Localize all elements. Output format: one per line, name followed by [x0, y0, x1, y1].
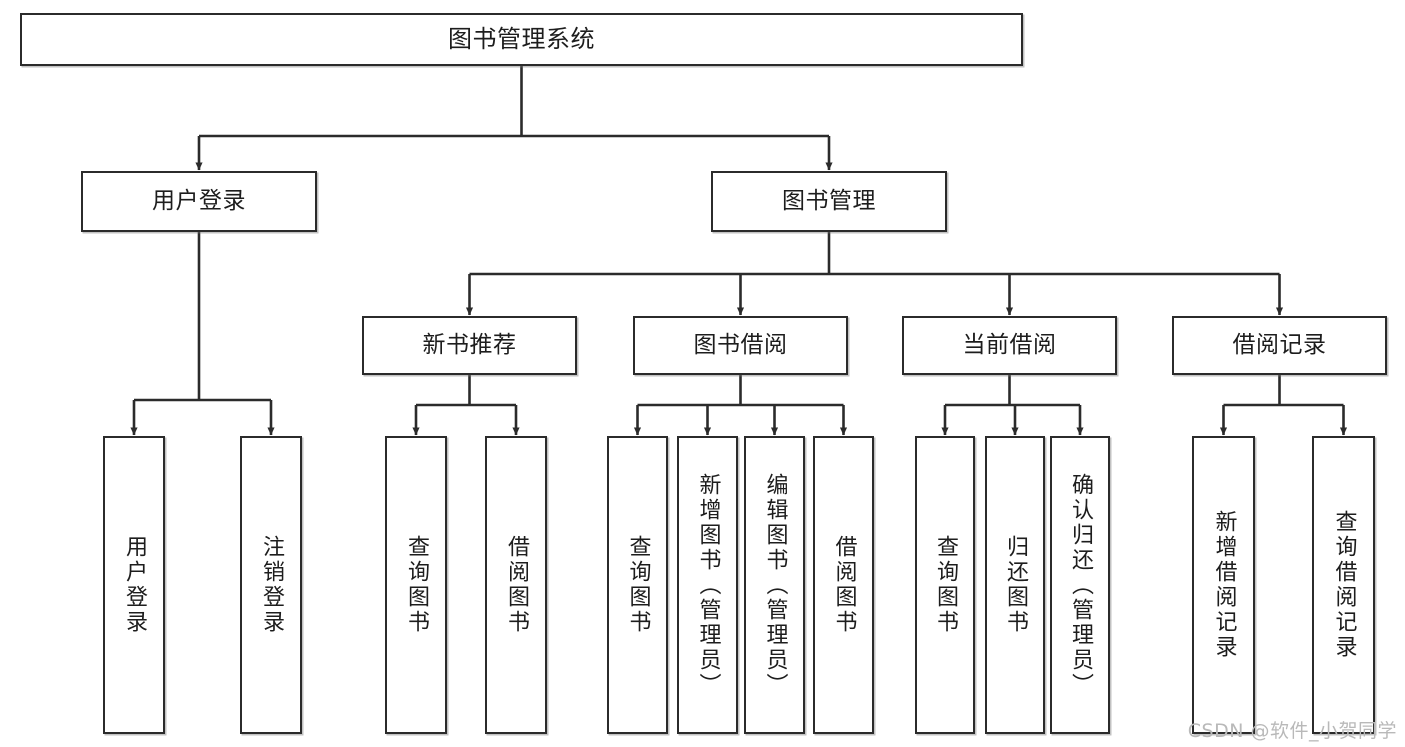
- node-leaf-10[interactable]: 确认归还（管理员）: [1050, 436, 1110, 734]
- node-leaf-3[interactable]: 借阅图书: [485, 436, 547, 734]
- node-leaf-1-label: 注销登录: [259, 535, 284, 635]
- node-level1-0[interactable]: 用户登录: [81, 171, 317, 232]
- node-root-system[interactable]: 图书管理系统: [20, 13, 1023, 66]
- node-level1-0-label: 用户登录: [152, 187, 246, 214]
- node-leaf-12-label: 查询借阅记录: [1331, 510, 1357, 660]
- node-leaf-11-label: 新增借阅记录: [1211, 510, 1237, 660]
- node-level2-0[interactable]: 新书推荐: [362, 316, 577, 375]
- node-level2-1[interactable]: 图书借阅: [633, 316, 848, 375]
- node-leaf-8-label: 查询图书: [933, 535, 958, 635]
- node-leaf-9[interactable]: 归还图书: [985, 436, 1045, 734]
- node-level2-3-label: 借阅记录: [1232, 331, 1327, 358]
- node-leaf-4[interactable]: 查询图书: [607, 436, 668, 734]
- node-leaf-5[interactable]: 新增图书（管理员）: [677, 436, 738, 734]
- node-level1-1-label: 图书管理: [782, 187, 876, 214]
- node-leaf-7[interactable]: 借阅图书: [813, 436, 874, 734]
- node-leaf-11[interactable]: 新增借阅记录: [1192, 436, 1255, 734]
- node-leaf-6[interactable]: 编辑图书（管理员）: [744, 436, 805, 734]
- node-leaf-12[interactable]: 查询借阅记录: [1312, 436, 1375, 734]
- node-level2-2[interactable]: 当前借阅: [902, 316, 1117, 375]
- node-leaf-9-label: 归还图书: [1003, 535, 1028, 635]
- node-leaf-8[interactable]: 查询图书: [915, 436, 975, 734]
- node-leaf-0[interactable]: 用户登录: [103, 436, 165, 734]
- node-leaf-4-label: 查询图书: [625, 535, 651, 635]
- node-leaf-3-label: 借阅图书: [504, 535, 529, 635]
- node-level2-2-label: 当前借阅: [962, 331, 1057, 358]
- node-leaf-10-label: 确认归还（管理员）: [1068, 472, 1093, 698]
- node-leaf-1[interactable]: 注销登录: [240, 436, 302, 734]
- node-leaf-2[interactable]: 查询图书: [385, 436, 447, 734]
- node-leaf-2-label: 查询图书: [404, 535, 429, 635]
- node-root-system-label: 图书管理系统: [448, 25, 595, 54]
- node-leaf-7-label: 借阅图书: [831, 535, 857, 635]
- node-level1-1[interactable]: 图书管理: [711, 171, 947, 232]
- node-level2-0-label: 新书推荐: [422, 331, 517, 358]
- node-level2-1-label: 图书借阅: [693, 331, 788, 358]
- node-leaf-0-label: 用户登录: [122, 535, 147, 635]
- node-leaf-6-label: 编辑图书（管理员）: [762, 472, 788, 698]
- node-leaf-5-label: 新增图书（管理员）: [695, 472, 721, 698]
- node-level2-3[interactable]: 借阅记录: [1172, 316, 1387, 375]
